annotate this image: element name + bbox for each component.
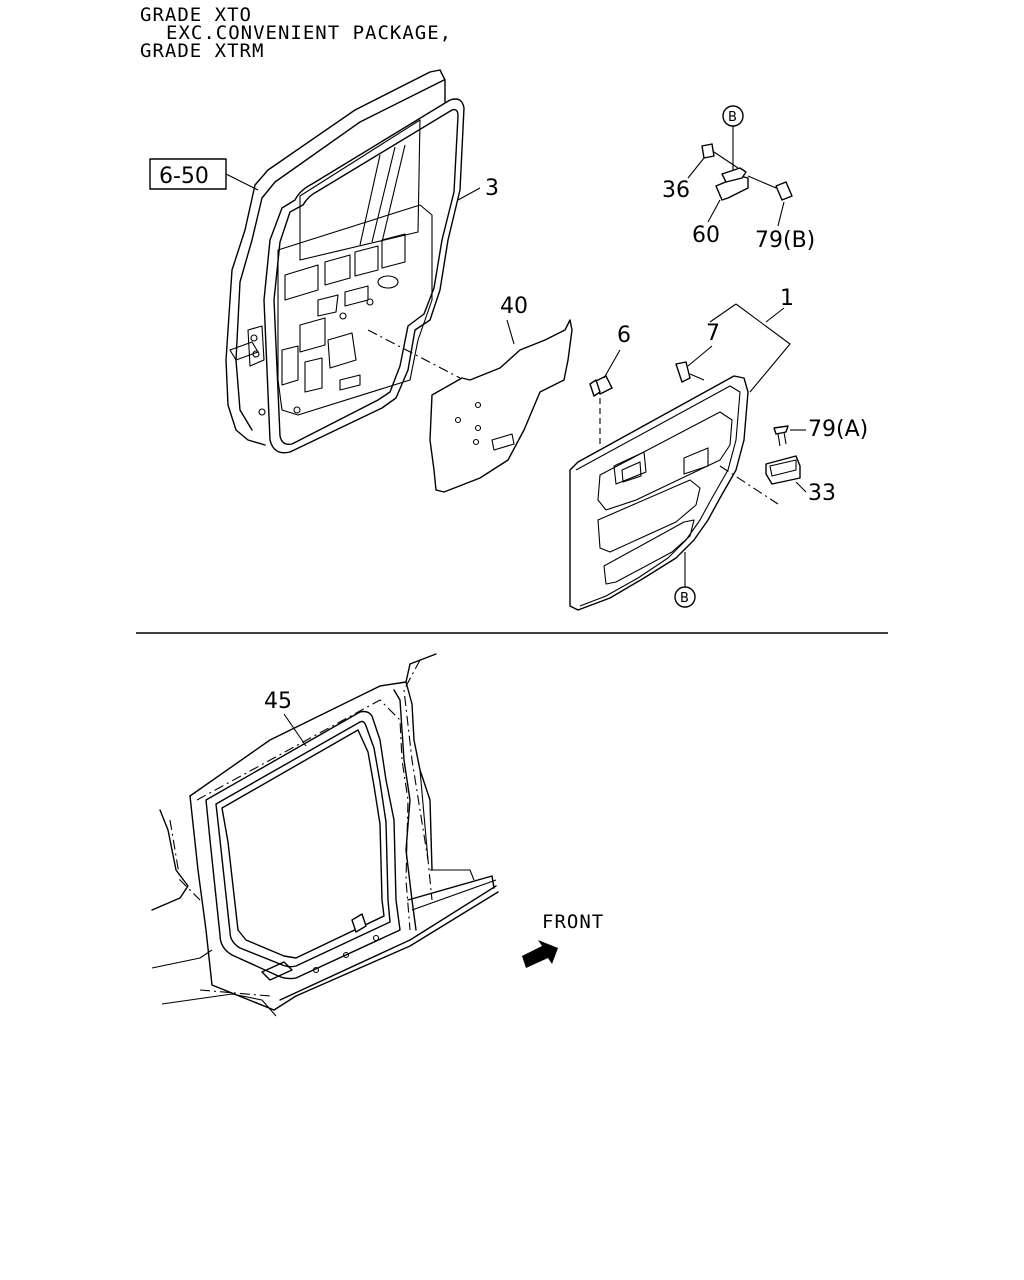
leader-40 [507, 320, 514, 344]
leader-6 [604, 350, 620, 378]
header-grade-xto: GRADE XTO [140, 4, 252, 26]
header-grade-xtrm: GRADE XTRM [140, 40, 264, 62]
leader-1-c [766, 308, 784, 322]
leader-1-a [736, 304, 790, 392]
dash-40-to-door [368, 330, 460, 378]
part-7-fastener: 7 [676, 321, 720, 382]
part-40-watershield: 40 [430, 294, 572, 492]
body-opening-assembly: 45 [152, 654, 498, 1016]
part-label-7: 7 [706, 321, 720, 346]
leader-79b [778, 202, 784, 226]
leader-45 [284, 714, 306, 746]
front-label: FRONT [542, 911, 604, 933]
rear-door-assembly [226, 70, 464, 453]
leader-60 [708, 200, 720, 222]
circle-b-top: B [728, 110, 737, 125]
part-79a-33: 79(A) 33 [720, 417, 868, 506]
front-arrow-icon [522, 940, 558, 968]
front-orientation: FRONT [522, 911, 604, 968]
reference-6-50-label: 6-50 [159, 164, 209, 189]
part-label-79a: 79(A) [808, 417, 868, 442]
leader-33 [796, 482, 806, 492]
header-exc-package: EXC.CONVENIENT PACKAGE, [166, 22, 452, 44]
part-label-1: 1 [780, 286, 794, 311]
part-1-trim-panel: B [570, 376, 748, 610]
leader-3 [458, 188, 480, 200]
dash-33 [720, 466, 778, 504]
grade-header: GRADE XTO EXC.CONVENIENT PACKAGE, GRADE … [140, 4, 452, 62]
reference-6-50: 6-50 [150, 159, 258, 190]
leader-7 [688, 346, 712, 366]
circle-b-bottom: B [680, 591, 689, 606]
part-label-40: 40 [500, 294, 528, 319]
part-label-3: 3 [485, 176, 499, 201]
part-label-79b: 79(B) [755, 228, 815, 253]
bracket-group: B 36 60 79(B) [662, 106, 815, 253]
leader-36 [688, 158, 704, 178]
part-label-45: 45 [264, 689, 292, 714]
part-6-clip: 6 [590, 323, 631, 444]
leader-1-b [710, 304, 736, 322]
part-label-6: 6 [617, 323, 631, 348]
part-label-36: 36 [662, 178, 690, 203]
part-label-60: 60 [692, 223, 720, 248]
part-label-33: 33 [808, 481, 836, 506]
